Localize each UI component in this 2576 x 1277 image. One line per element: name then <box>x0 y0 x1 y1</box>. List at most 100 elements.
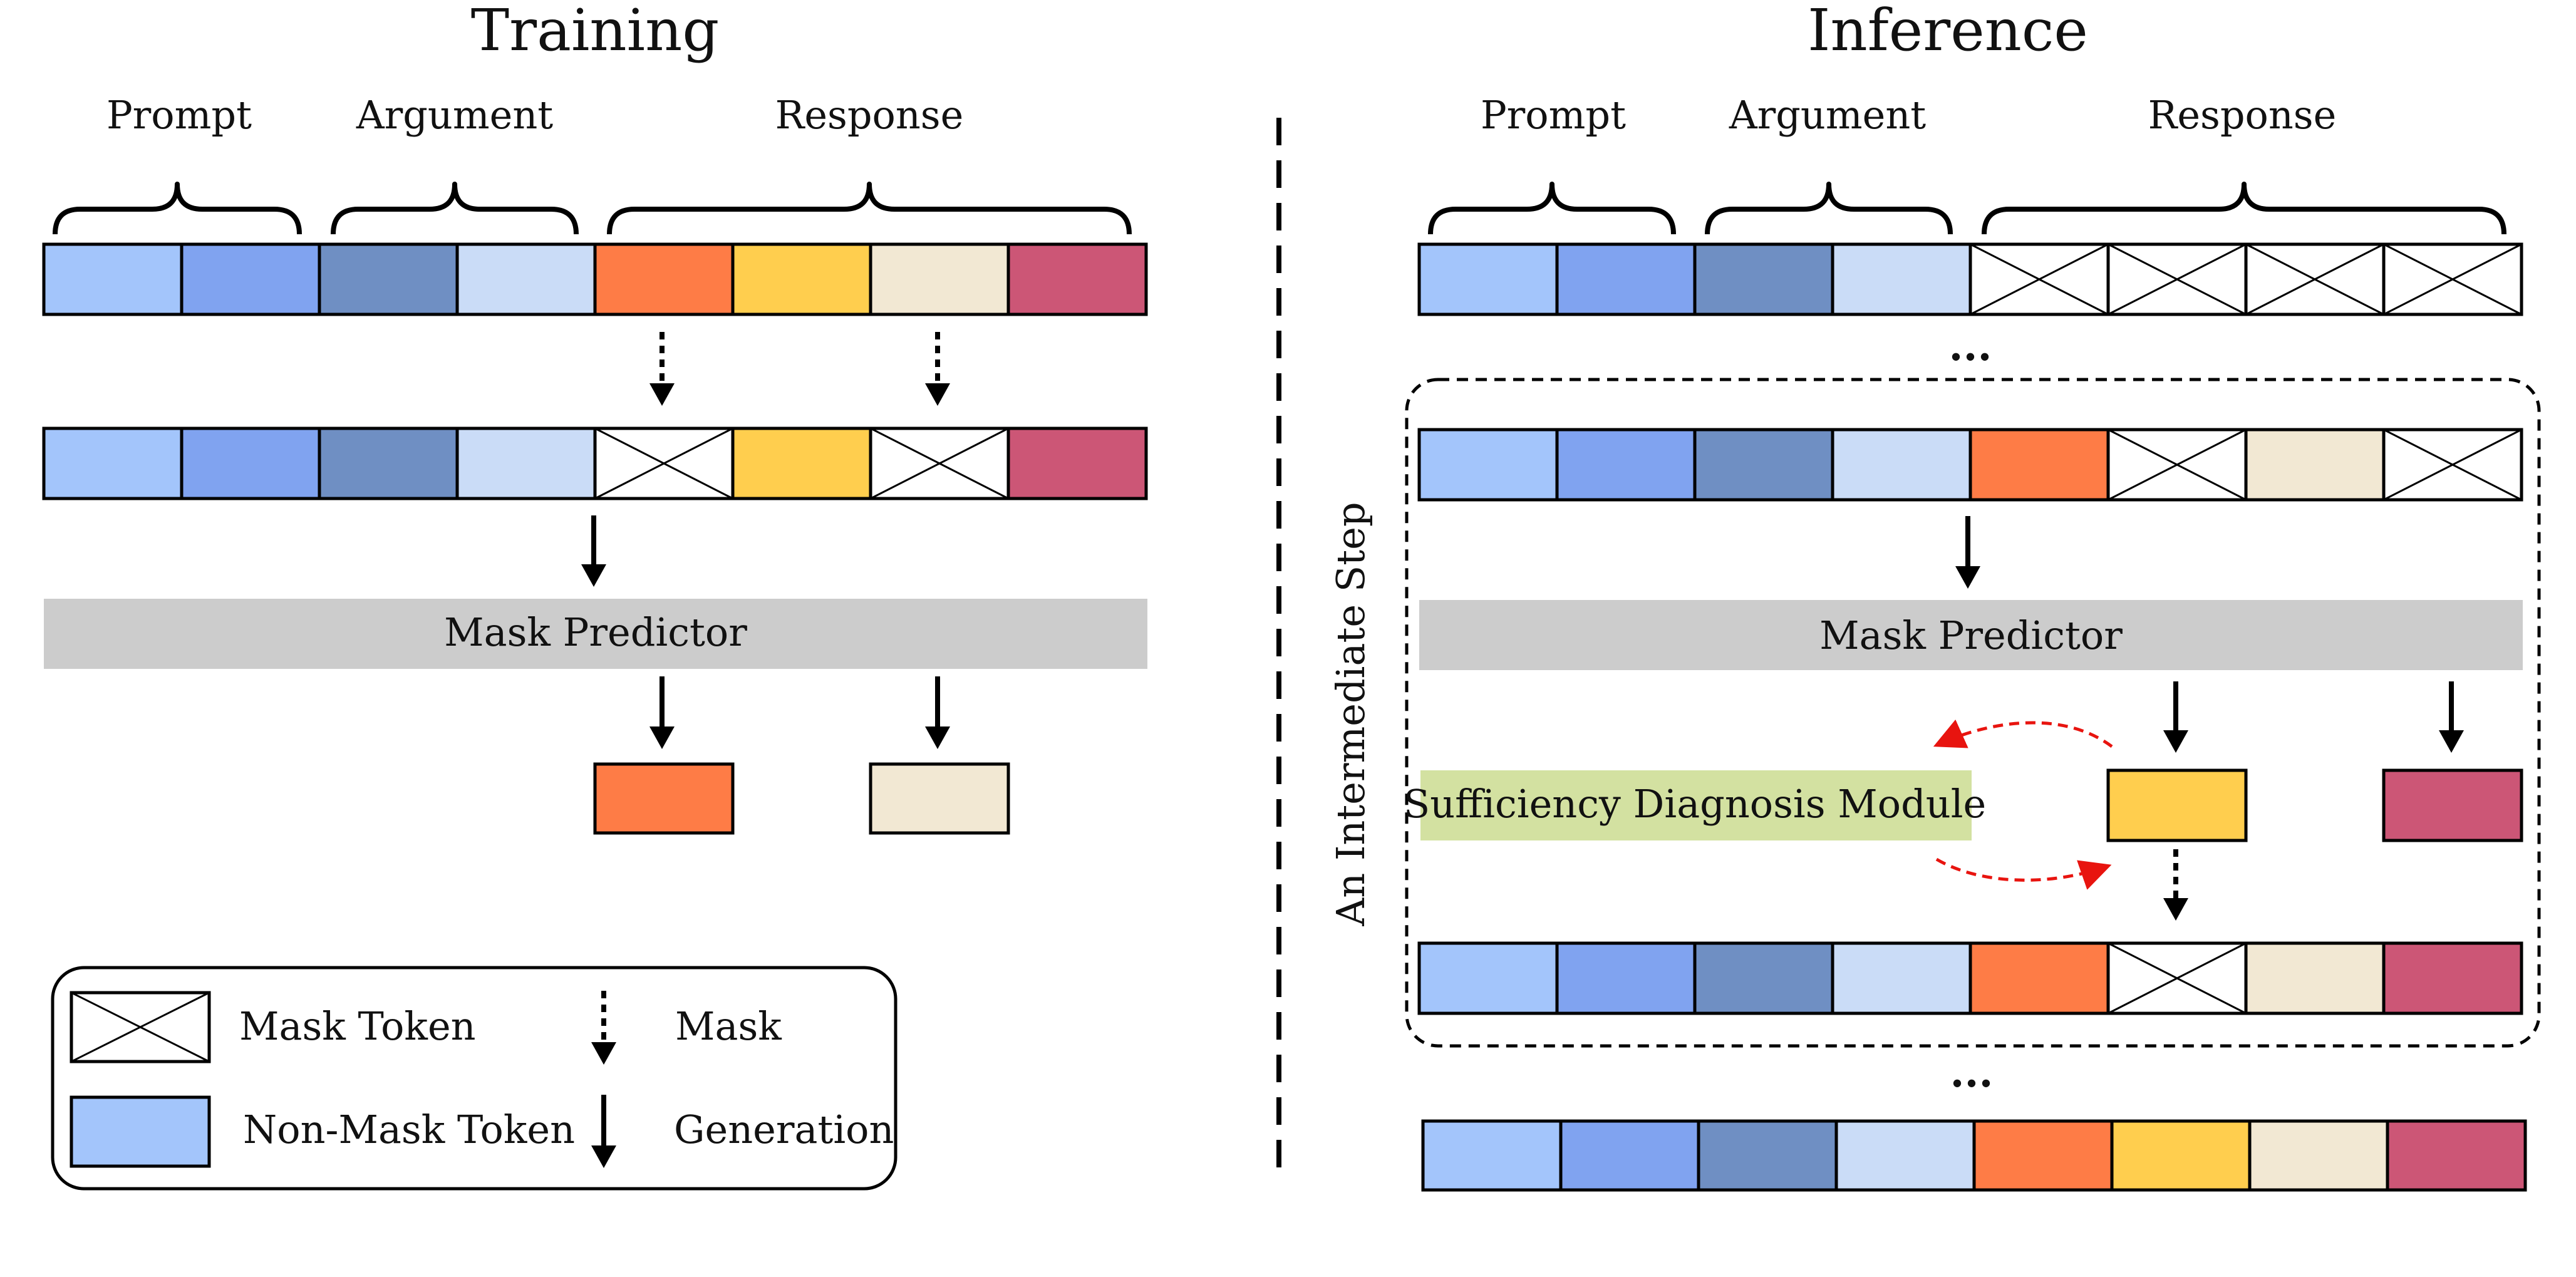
arrow-head <box>581 564 606 587</box>
mask-cross-line <box>1970 243 2109 316</box>
token-response-4 <box>2382 768 2523 842</box>
token-argument-2-4 <box>455 427 597 500</box>
training-panel: Training Prompt Argument Response Mask P… <box>42 0 1148 835</box>
inference-generation-arrow-3 <box>2439 681 2464 753</box>
inference-generation-arrow-1 <box>1955 516 1980 589</box>
arrow-head <box>649 726 675 749</box>
legend-frame <box>51 966 897 1191</box>
training-mask-predictor <box>44 599 1147 669</box>
token-response-2 <box>2106 768 2248 842</box>
token-response-1-5 <box>593 242 735 316</box>
training-title: Training <box>471 0 719 64</box>
token-response-1-5 <box>1972 1119 2114 1192</box>
token-response-3 <box>869 762 1010 835</box>
inference-ellipsis-bottom: ... <box>1950 1048 1994 1097</box>
token-prompt-1-1 <box>42 242 184 316</box>
token-prompt-1-1 <box>1421 1119 1563 1192</box>
training-brace-argument <box>331 182 579 235</box>
token-response-2-6 <box>2110 1119 2252 1192</box>
inference-input-sequence <box>1417 242 2523 316</box>
token-prompt-2-2 <box>1559 1119 1700 1192</box>
legend-generation-arrow-label: Generation <box>674 1107 894 1152</box>
legend: Mask Token Non-Mask Token Mask Generatio… <box>51 966 897 1191</box>
inference-step-sequence <box>1417 428 2523 502</box>
inference-brace-argument <box>1705 182 1953 235</box>
inference-segment-response: Response <box>2148 92 2337 138</box>
legend-non-mask-token-label: Non-Mask Token <box>243 1107 575 1152</box>
arrow-head <box>925 383 950 406</box>
token-argument-2-4 <box>1831 242 1972 316</box>
legend-mask-token-swatch <box>70 991 211 1063</box>
brace-path <box>607 182 1132 235</box>
token-prompt-2-2 <box>1555 941 1697 1015</box>
mask-cross-line <box>2383 428 2522 501</box>
token-argument-1-3 <box>1697 1119 1838 1192</box>
inference-mask-predictor-label: Mask Predictor <box>1819 613 2123 658</box>
token-prompt-2-2 <box>1555 242 1697 316</box>
token-response-2-6 <box>731 427 872 500</box>
mask-cross-line <box>2108 942 2247 1015</box>
arrow-head <box>925 726 950 749</box>
intermediate-step-label: An Intermediate Step <box>1328 502 1373 926</box>
inference-generation-arrow-2 <box>2163 681 2188 753</box>
training-brace-prompt <box>53 182 302 235</box>
brace-path <box>1428 182 1676 235</box>
mask-cross-line <box>2108 243 2247 316</box>
token-response-3-7 <box>2244 428 2386 502</box>
diagnosis-feedback-arrow <box>1935 857 2112 890</box>
inference-title: Inference <box>1808 0 2088 64</box>
inference-ellipsis-top: ... <box>1949 321 1992 370</box>
token-prompt-1-1 <box>42 427 184 500</box>
legend-mask-arrow-label: Mask <box>675 1003 782 1049</box>
mask-cross-line <box>870 427 1009 500</box>
token-response-3-7 <box>869 242 1010 316</box>
sufficiency-diagnosis-module <box>1420 770 1972 840</box>
token-argument-2-4 <box>1831 428 1972 502</box>
mask-cross-line <box>2383 243 2522 316</box>
inference-after-sequence <box>1417 941 2523 1015</box>
token-argument-1-3 <box>1693 428 1834 502</box>
inference-remask-arrow <box>2163 849 2188 921</box>
token-prompt-1-1 <box>1417 242 1559 316</box>
token-response-3-7 <box>2244 941 2386 1015</box>
sufficiency-diagnosis-module-label: Sufficiency Diagnosis Module <box>1404 781 1986 827</box>
training-brace-response <box>607 182 1132 235</box>
token-argument-1-3 <box>1693 242 1834 316</box>
brace-path <box>331 182 579 235</box>
token-argument-2-4 <box>1834 1119 1976 1192</box>
token-response-3-7 <box>2248 1119 2389 1192</box>
token-prompt-1-1 <box>1417 428 1559 502</box>
token-response-4-8 <box>2382 941 2523 1015</box>
token-argument-1-3 <box>318 242 459 316</box>
token-response-4-8 <box>1006 242 1148 316</box>
arrow-head <box>2163 730 2188 753</box>
inference-panel: Inference Prompt Argument Response ... A… <box>1328 0 2541 1192</box>
brace-path <box>53 182 302 235</box>
training-segment-response: Response <box>775 92 964 138</box>
token-response-4-8 <box>1006 427 1148 500</box>
mask-cross-line <box>2108 428 2247 501</box>
brace-path <box>1705 182 1953 235</box>
token-prompt-1 <box>70 1095 211 1168</box>
training-generation-arrow-2 <box>649 676 675 749</box>
token-prompt-1-1 <box>1417 941 1559 1015</box>
inference-predicted-token-1 <box>2106 768 2248 842</box>
inference-final-sequence <box>1421 1119 2527 1192</box>
training-segment-prompt: Prompt <box>106 92 252 138</box>
inference-segment-prompt: Prompt <box>1481 92 1626 138</box>
training-predicted-token-2 <box>869 762 1010 835</box>
diagnosis-query-arrow <box>1933 719 2113 748</box>
arrow-head <box>591 1145 616 1168</box>
training-generation-arrow-1 <box>581 515 606 587</box>
training-generation-arrow-3 <box>925 676 950 749</box>
arrow-head <box>649 383 675 406</box>
brace-path <box>1982 182 2506 235</box>
legend-mask-token-label: Mask Token <box>239 1003 476 1049</box>
training-masked-sequence <box>42 427 1148 500</box>
legend-generation-arrow <box>591 1095 616 1168</box>
training-mask-arrow-2 <box>925 332 950 406</box>
arrow-head <box>591 1042 616 1065</box>
intermediate-step-frame <box>1405 378 2541 1048</box>
inference-segment-argument: Argument <box>1729 92 1926 138</box>
